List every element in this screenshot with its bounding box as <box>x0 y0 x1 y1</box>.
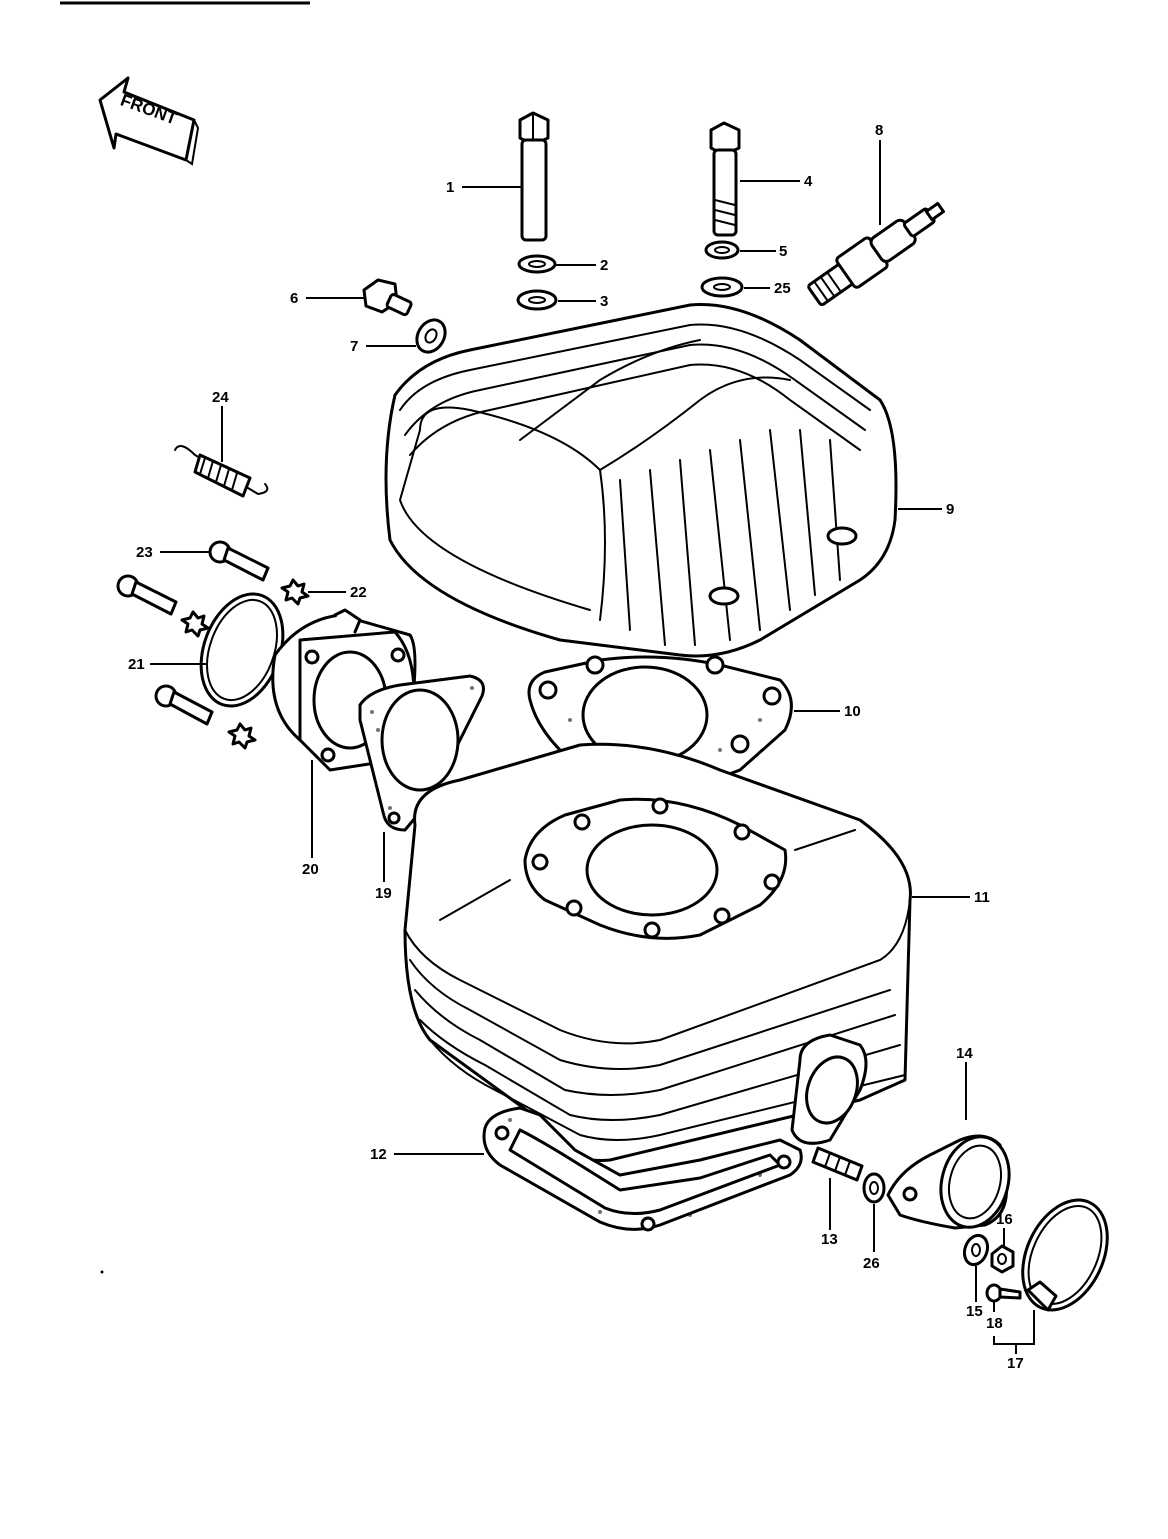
part-13-stud <box>811 1146 864 1182</box>
callout-22: 22 <box>350 584 367 601</box>
part-3-washer <box>516 289 558 311</box>
callout-14: 14 <box>956 1045 973 1062</box>
callout-16: 16 <box>996 1211 1013 1228</box>
callout-26: 26 <box>863 1255 880 1272</box>
part-17-clamp <box>1021 1198 1109 1312</box>
part-11-cylinder <box>403 742 912 1162</box>
callout-5: 5 <box>779 243 787 260</box>
part-25-washer <box>700 276 744 298</box>
part-16-nut <box>990 1244 1015 1274</box>
bolt-upper-left <box>116 574 178 616</box>
part-14-holder <box>886 1134 1011 1230</box>
callout-6: 6 <box>290 290 298 307</box>
callout-23: 23 <box>136 544 153 561</box>
part-9-cylinder-head <box>384 302 898 658</box>
part-1-long-bolt <box>518 111 550 242</box>
part-12-base-gasket <box>482 1106 803 1232</box>
bolt-lower-left <box>154 684 214 726</box>
callout-25: 25 <box>774 280 791 297</box>
callout-labels: 1 2 3 4 5 6 7 8 9 10 11 12 13 14 15 16 1… <box>128 122 1024 1372</box>
part-8-spark-plug <box>807 201 945 307</box>
part-22-lockwasher <box>280 578 310 606</box>
callout-8: 8 <box>875 122 883 139</box>
leader-lines <box>150 140 1035 1354</box>
callout-7: 7 <box>350 338 358 355</box>
callout-17: 17 <box>1007 1355 1024 1372</box>
callout-12: 12 <box>370 1146 387 1163</box>
part-24-spring <box>174 445 269 498</box>
part-26-washer <box>862 1172 886 1204</box>
lockwasher-lower <box>227 722 257 750</box>
callout-21: 21 <box>128 656 145 673</box>
part-23-bolt <box>208 540 270 582</box>
part-7-washer <box>415 318 447 354</box>
part-6-plug <box>362 278 413 317</box>
callout-15: 15 <box>966 1303 983 1320</box>
front-arrow-icon: FRONT <box>98 76 200 166</box>
callout-11: 11 <box>974 889 990 906</box>
lockwasher-left <box>180 610 210 638</box>
callout-9: 9 <box>946 501 954 518</box>
callout-19: 19 <box>375 885 392 902</box>
callout-20: 20 <box>302 861 319 878</box>
callout-13: 13 <box>821 1231 838 1248</box>
part-18-screw <box>985 1283 1022 1303</box>
callout-1: 1 <box>446 179 454 196</box>
callout-2: 2 <box>600 257 608 274</box>
stray-dot <box>100 1270 104 1274</box>
part-15-washer <box>962 1233 990 1267</box>
callout-18: 18 <box>986 1315 1003 1332</box>
callout-24: 24 <box>212 389 229 406</box>
part-5-washer <box>704 240 740 260</box>
part-4-bolt <box>709 121 741 237</box>
part-2-washer <box>517 254 557 274</box>
callout-3: 3 <box>600 293 608 310</box>
callout-10: 10 <box>844 703 861 720</box>
callout-4: 4 <box>804 173 813 190</box>
part-19-gasket <box>358 674 485 832</box>
